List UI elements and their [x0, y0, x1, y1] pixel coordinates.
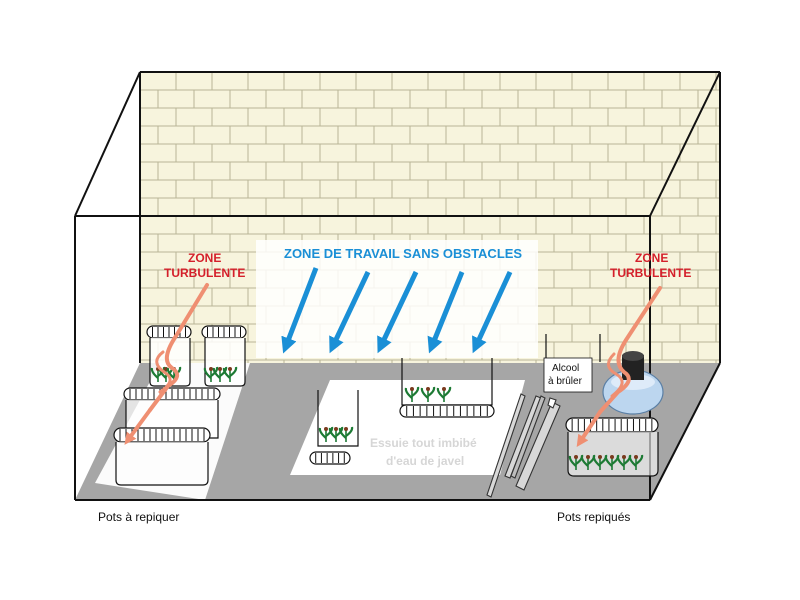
towel-label-line1: Essuie tout imbibé — [370, 436, 477, 450]
alcohol-label-line2: à brûler — [548, 376, 583, 387]
plantlet-icon — [568, 454, 584, 470]
hood-frame — [74, 71, 721, 501]
plantlet-icon — [203, 366, 219, 382]
zone-left-label-line1: ZONE — [188, 251, 221, 265]
airflow-arrow-icon — [427, 271, 465, 354]
plantlet-icon — [580, 454, 596, 470]
repotted-pots-caption: Pots repiqués — [557, 510, 630, 524]
pots-to-repot-caption: Pots à repiquer — [98, 510, 179, 524]
alcohol-label-line1: Alcool — [552, 363, 579, 374]
scalpel-and-tweezers-icon — [486, 393, 561, 498]
work-zone-label: ZONE DE TRAVAIL SANS OBSTACLES — [284, 246, 522, 261]
plantlet-icon — [420, 386, 436, 402]
bleach-paper-towel: Essuie tout imbibé d'eau de javel — [290, 380, 525, 475]
towel-label-line2: d'eau de javel — [386, 454, 464, 468]
open-jar-center-front — [309, 390, 359, 465]
back-open-jar-right — [545, 334, 601, 362]
airflow-arrow-icon — [377, 270, 419, 354]
plantlets — [150, 366, 644, 470]
plantlet-icon — [592, 454, 608, 470]
airflow-arrow-icon — [281, 267, 319, 354]
airflow-arrow-icon — [329, 270, 371, 354]
zone-right-label-line1: ZONE — [635, 251, 668, 265]
zone-right-label-line2: TURBULENTE — [610, 266, 691, 280]
zone-left-label-line2: TURBULENTE — [164, 266, 245, 280]
airflow-arrow-icon — [472, 270, 513, 354]
plantlet-icon — [404, 386, 420, 402]
plantlet-icon — [628, 454, 644, 470]
plantlet-icon — [436, 386, 452, 402]
plantlet-icon — [338, 426, 354, 442]
plantlet-icon — [604, 454, 620, 470]
jar-lid-stripes — [119, 327, 653, 463]
plantlet-icon — [222, 366, 238, 382]
turbulence-arrow-right — [576, 286, 662, 447]
plantlet-icon — [616, 454, 632, 470]
turbulence-arrow-left — [124, 283, 209, 445]
center-pots — [309, 358, 495, 465]
airflow-arrows — [281, 267, 513, 354]
